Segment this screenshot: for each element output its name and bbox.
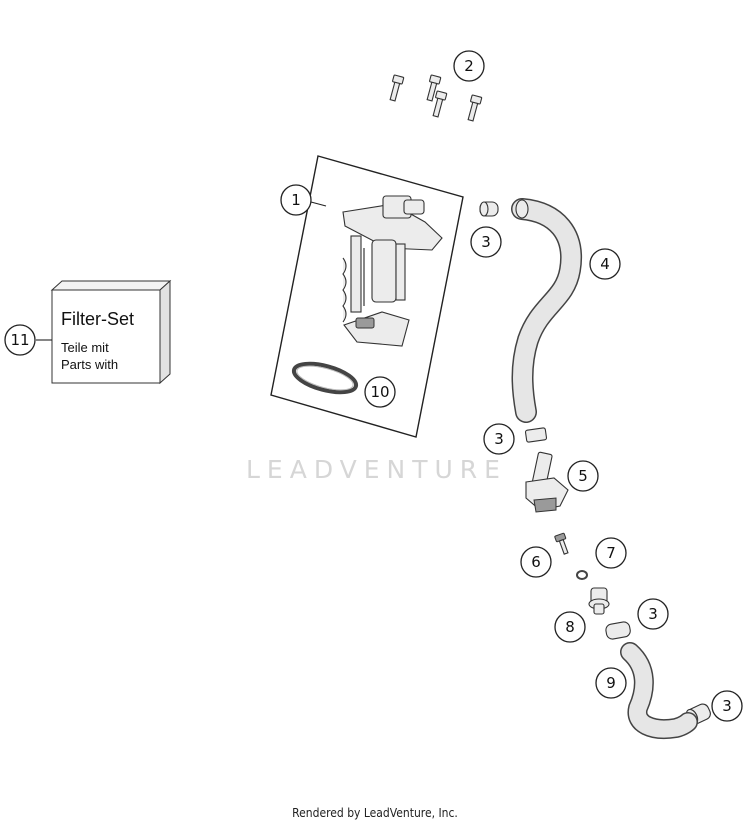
filter-box-line1: Teile mit bbox=[61, 340, 109, 355]
footer-credit: Rendered by LeadVenture, Inc. bbox=[292, 806, 458, 820]
callout-3a: 3 bbox=[470, 226, 502, 258]
watermark: LEADVENTURE bbox=[246, 455, 507, 484]
callout-8: 8 bbox=[554, 611, 586, 643]
callout-11: 11 bbox=[4, 324, 36, 356]
callout-3c: 3 bbox=[637, 598, 669, 630]
fuel-pump bbox=[342, 195, 443, 347]
fuel-hose-upper bbox=[511, 198, 582, 423]
clamp-2 bbox=[524, 427, 548, 443]
callout-5-label: 5 bbox=[578, 467, 588, 485]
clamp-1 bbox=[479, 201, 499, 217]
callout-2-label: 2 bbox=[464, 57, 474, 75]
bolt bbox=[467, 94, 483, 122]
o-ring bbox=[291, 361, 359, 395]
bolt bbox=[432, 90, 448, 118]
callout-4: 4 bbox=[589, 248, 621, 280]
small-o-ring bbox=[576, 570, 588, 580]
bolts-group bbox=[389, 74, 483, 122]
callout-4-label: 4 bbox=[600, 255, 610, 273]
bolt bbox=[426, 74, 442, 102]
callout-3a-label: 3 bbox=[481, 233, 491, 251]
filter-box-line2: Parts with bbox=[61, 357, 118, 372]
callout-3b-label: 3 bbox=[494, 430, 504, 448]
callout-11-label: 11 bbox=[10, 331, 29, 349]
quick-connector bbox=[525, 451, 569, 513]
callout-1: 1 bbox=[280, 184, 312, 216]
callout-6: 6 bbox=[520, 546, 552, 578]
callout-3d: 3 bbox=[711, 690, 743, 722]
screw bbox=[554, 532, 569, 555]
callout-2: 2 bbox=[453, 50, 485, 82]
callout-1-label: 1 bbox=[291, 191, 301, 209]
callout-8-label: 8 bbox=[565, 618, 575, 636]
fitting bbox=[588, 587, 610, 615]
filter-box-title: Filter-Set bbox=[61, 309, 134, 329]
bolt bbox=[389, 74, 405, 102]
callout-3b: 3 bbox=[483, 423, 515, 455]
callout-3c-label: 3 bbox=[648, 605, 658, 623]
filter-set-box: Filter-Set Teile mit Parts with bbox=[50, 279, 172, 385]
callout-3d-label: 3 bbox=[722, 697, 732, 715]
callout-7: 7 bbox=[595, 537, 627, 569]
callout-10-label: 10 bbox=[370, 383, 389, 401]
clamp-3 bbox=[605, 621, 631, 640]
callout-9-label: 9 bbox=[606, 674, 616, 692]
leader-1 bbox=[310, 201, 327, 207]
callout-6-label: 6 bbox=[531, 553, 541, 571]
o-ring-inner bbox=[296, 365, 354, 391]
callout-5: 5 bbox=[567, 460, 599, 492]
callout-9: 9 bbox=[595, 667, 627, 699]
callout-10: 10 bbox=[364, 376, 396, 408]
fuel-hose-lower bbox=[620, 642, 698, 739]
callout-7-label: 7 bbox=[606, 544, 616, 562]
